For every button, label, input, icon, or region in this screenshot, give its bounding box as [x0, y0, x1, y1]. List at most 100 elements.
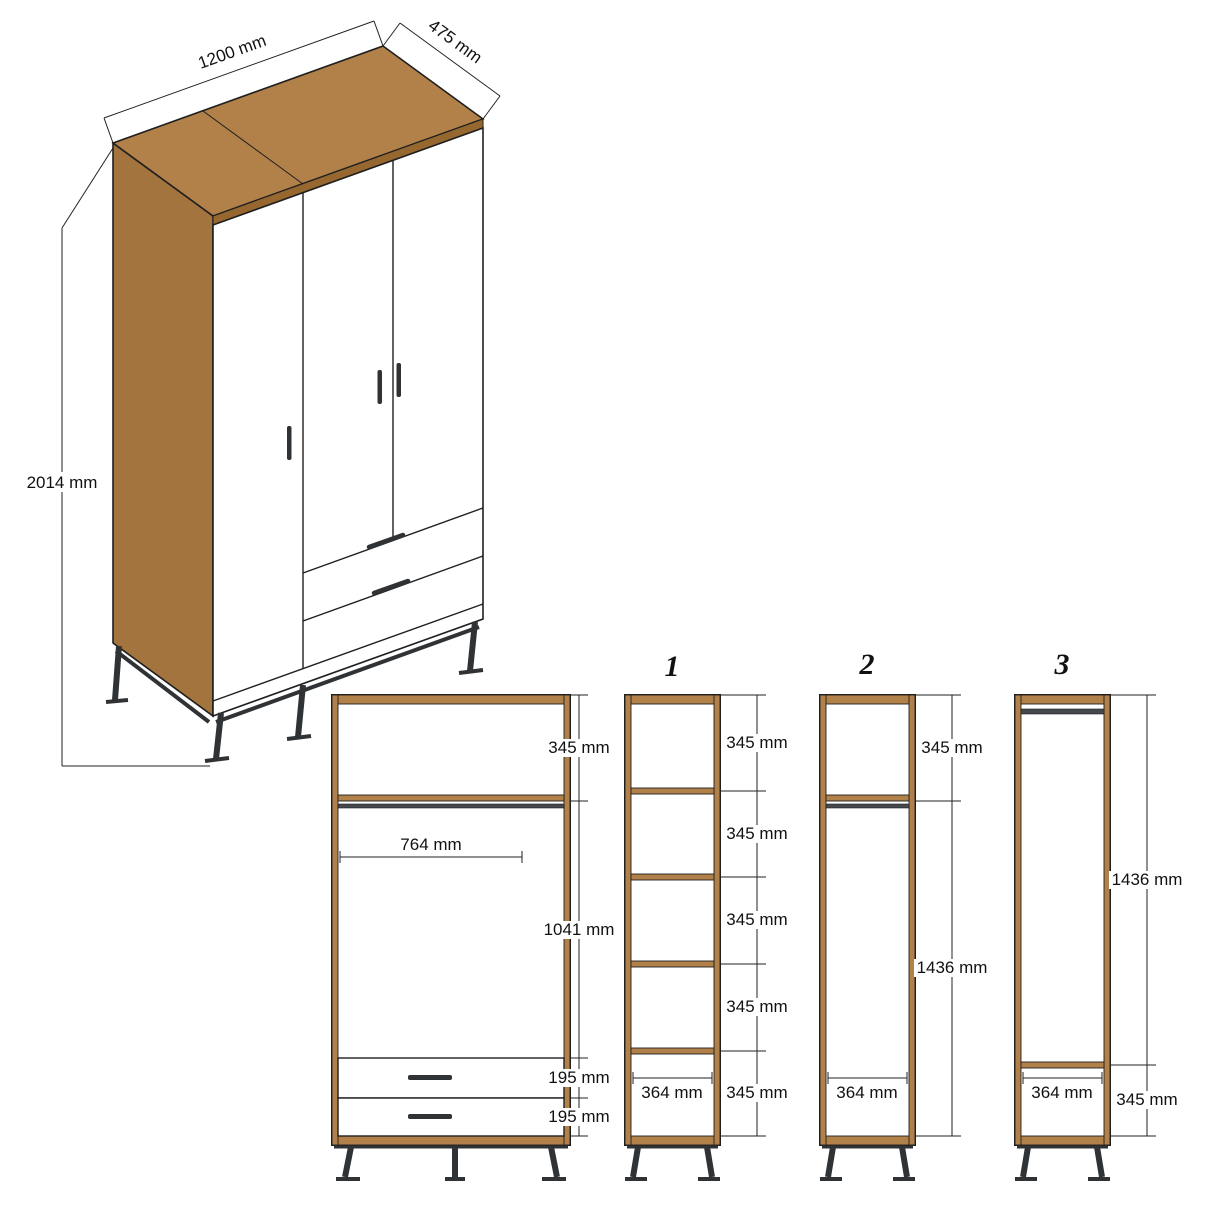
middle-door-handle	[377, 370, 382, 404]
leg-foot	[204, 756, 230, 763]
top-section-label: 345 mm	[548, 738, 609, 757]
top-panel-seam	[202, 110, 304, 185]
dimension-inner-width: 364 mm	[1022, 1072, 1103, 1102]
drawer-1-handle	[366, 532, 406, 550]
label-background	[914, 959, 990, 977]
label-background	[1109, 871, 1185, 889]
left-door-handle	[287, 426, 292, 460]
bottom-panel	[819, 1135, 916, 1146]
leg	[899, 1146, 910, 1178]
carcass	[624, 694, 721, 1146]
leg	[1094, 1146, 1105, 1178]
wardrobe-front-face	[212, 126, 484, 718]
section-1: 1 364 mm 34	[624, 650, 790, 1181]
wardrobe-side-panel	[112, 141, 214, 718]
leg	[213, 712, 224, 760]
label-background	[546, 1108, 612, 1126]
top-panel	[331, 694, 571, 705]
right-panel	[713, 694, 721, 1146]
extension-line	[382, 22, 401, 47]
dimension-inner-width: 364 mm	[632, 1072, 713, 1102]
left-panel	[624, 694, 632, 1146]
bottom-section-label: 345 mm	[1116, 1090, 1177, 1109]
label-background	[546, 1069, 612, 1087]
drawer-2-handle	[408, 1114, 452, 1119]
left-panel	[331, 694, 339, 1146]
right-door-handle	[396, 363, 401, 397]
base-rail-front	[215, 625, 480, 724]
drawer-1-handle	[408, 1075, 452, 1080]
right-panel	[1103, 694, 1111, 1146]
label-background	[919, 739, 985, 757]
compartment-label: 345 mm	[726, 824, 787, 843]
label-background	[24, 472, 100, 492]
section-3-dimensions: 1436 mm 345 mm	[1109, 694, 1185, 1137]
label-background	[724, 825, 790, 843]
leg	[1020, 1146, 1031, 1178]
dimension-line	[103, 20, 375, 119]
shelf	[630, 1047, 715, 1055]
compartment-label: 345 mm	[726, 733, 787, 752]
leg	[467, 621, 478, 672]
hanging-rod	[825, 803, 910, 809]
top-section-label: 345 mm	[921, 738, 982, 757]
extension-line	[482, 95, 501, 120]
inner-width-label: 364 mm	[1031, 1083, 1092, 1102]
drawer-1-label: 195 mm	[548, 1068, 609, 1087]
leg-foot	[458, 668, 484, 675]
front-elevation-dimensions: 345 mm 1041 mm 195 mm 195 mm	[541, 694, 617, 1137]
drawer-2-handle	[371, 578, 411, 596]
shelf	[630, 960, 715, 968]
inner-width-label: 364 mm	[641, 1083, 702, 1102]
base-rail-side	[114, 649, 211, 724]
hanging-rod	[337, 803, 565, 809]
label-background	[724, 911, 790, 929]
shelf	[337, 794, 565, 802]
section-1-number: 1	[665, 650, 680, 683]
section-2-number: 2	[859, 648, 875, 681]
leg-foot	[286, 734, 312, 741]
plinth-line	[212, 603, 484, 702]
bottom-panel	[331, 1135, 571, 1146]
rod-width-label: 764 mm	[400, 835, 461, 854]
shelf	[1020, 1061, 1105, 1069]
isometric-view: 1200 mm 475 mm 2014 mm	[24, 16, 501, 767]
section-1-dimensions: 345 mm 345 mm 345 mm 345 mm 345 mm	[720, 694, 790, 1137]
leg	[548, 1146, 560, 1178]
leg	[704, 1146, 715, 1178]
label-background	[724, 998, 790, 1016]
right-panel	[563, 694, 571, 1146]
leg	[112, 645, 122, 701]
leg-foot	[105, 698, 129, 704]
dimension-inner-width: 364 mm	[827, 1072, 908, 1102]
label-background	[546, 739, 612, 757]
dimension-line	[399, 22, 501, 97]
section-3-number: 3	[1054, 648, 1070, 681]
compartment-label: 345 mm	[726, 910, 787, 929]
dimension-height: 2014 mm	[24, 147, 210, 767]
bottom-panel	[1014, 1135, 1111, 1146]
label-background	[1114, 1091, 1180, 1109]
leg	[342, 1146, 354, 1178]
hanging-rod	[1020, 708, 1105, 715]
left-panel	[1014, 694, 1022, 1146]
top-panel	[1014, 694, 1111, 705]
depth-dimension-label: 475 mm	[425, 16, 486, 68]
bottom-panel	[624, 1135, 721, 1146]
width-dimension-label: 1200 mm	[196, 31, 269, 73]
shelf	[630, 787, 715, 795]
compartment-label: 345 mm	[726, 997, 787, 1016]
top-panel	[624, 694, 721, 705]
leg	[825, 1146, 836, 1178]
inner-width-label: 364 mm	[836, 1083, 897, 1102]
label-background	[541, 921, 617, 939]
label-background	[724, 734, 790, 752]
left-panel	[819, 694, 827, 1146]
section-2-dimensions: 345 mm 1436 mm	[914, 694, 990, 1137]
extension-line	[61, 147, 114, 229]
right-panel	[908, 694, 916, 1146]
leg	[295, 684, 306, 738]
front-elevation: 764 mm 345 mm 1041 mm 195 mm	[331, 694, 617, 1181]
middle-section-label: 1041 mm	[544, 920, 615, 939]
